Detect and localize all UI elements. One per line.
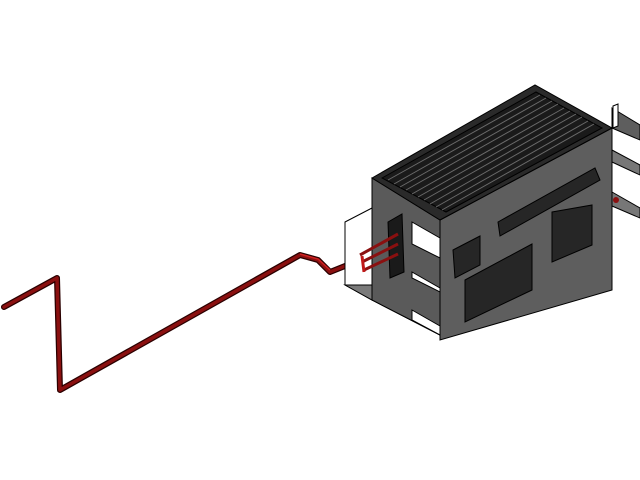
frame-right-top xyxy=(611,107,640,141)
side-opening xyxy=(497,167,601,237)
connector-pipes xyxy=(359,232,399,273)
top-grille xyxy=(380,91,604,213)
grille-fins xyxy=(387,94,595,211)
pipe-outline xyxy=(1,237,395,393)
frame-right-white xyxy=(612,103,619,129)
frame-right-low xyxy=(611,191,640,219)
pipe-end-cap xyxy=(613,197,619,203)
side-opening xyxy=(464,243,533,323)
side-opening xyxy=(551,204,593,263)
side-opening xyxy=(452,235,481,279)
pipe-highlight xyxy=(299,253,331,271)
pipe-run xyxy=(1,237,395,393)
radiator-housing xyxy=(343,84,640,341)
frame-right-mid xyxy=(611,149,640,176)
